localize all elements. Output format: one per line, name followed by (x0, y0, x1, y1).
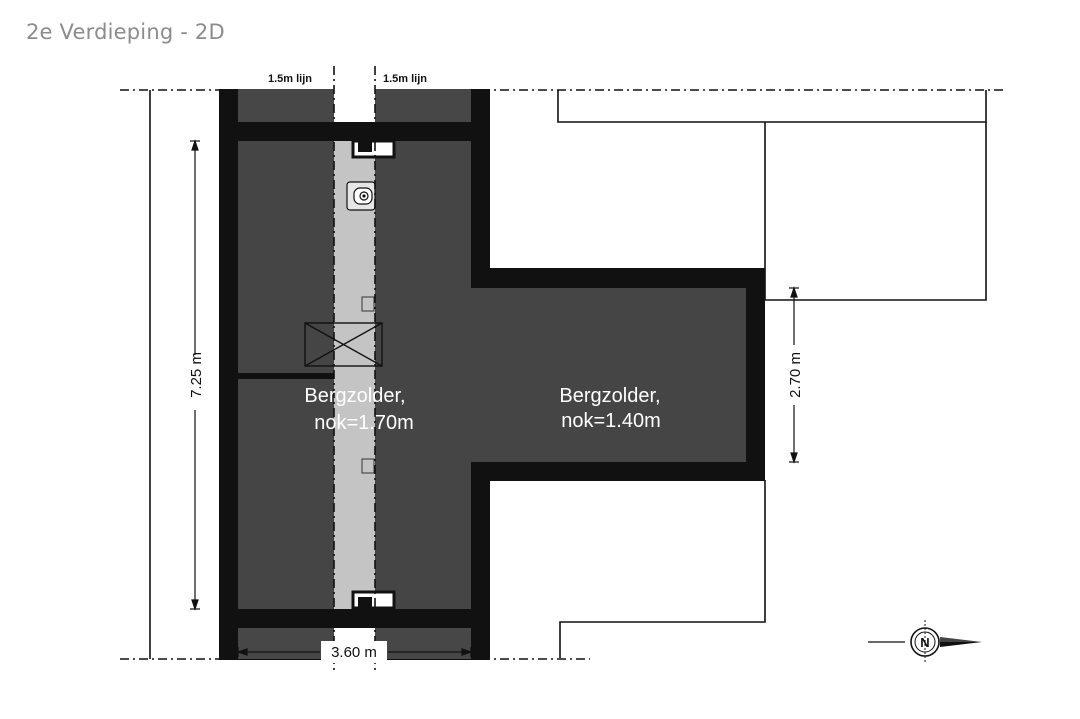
dimension-label-vertical-right: 2.70 m (787, 352, 804, 398)
room-ridge-left: nok=1.70m (314, 412, 414, 434)
standing-height-zone-top (334, 89, 375, 122)
room-name-right: Bergzolder, (559, 385, 660, 407)
height-line-label-right: 1.5m lijn (383, 73, 427, 85)
dimension-vertical-left (190, 139, 200, 611)
height-line (333, 66, 376, 672)
compass-icon: N (868, 620, 982, 664)
dimension-vertical-right (789, 286, 799, 464)
room-name-left: Bergzolder, (304, 385, 405, 407)
vent (361, 296, 375, 474)
hatch (304, 322, 383, 367)
floor-title: 2e Verdieping - 2D (26, 20, 225, 44)
low-zone (238, 89, 471, 659)
dimension-label-vertical-left: 7.25 m (188, 352, 205, 398)
room-floor (238, 141, 746, 609)
height-line-label-left: 1.5m lijn (268, 73, 312, 85)
room-ridge-right: nok=1.40m (561, 410, 661, 432)
standing-height-zone (334, 141, 375, 609)
compass-letter: N (920, 635, 929, 650)
dimension-horizontal-bottom (236, 647, 473, 657)
dimension-label-horizontal-bottom: 3.60 m (331, 644, 377, 661)
boiler-icon (346, 181, 376, 211)
partition-wall (238, 373, 300, 378)
neighbour-outline (557, 90, 987, 658)
